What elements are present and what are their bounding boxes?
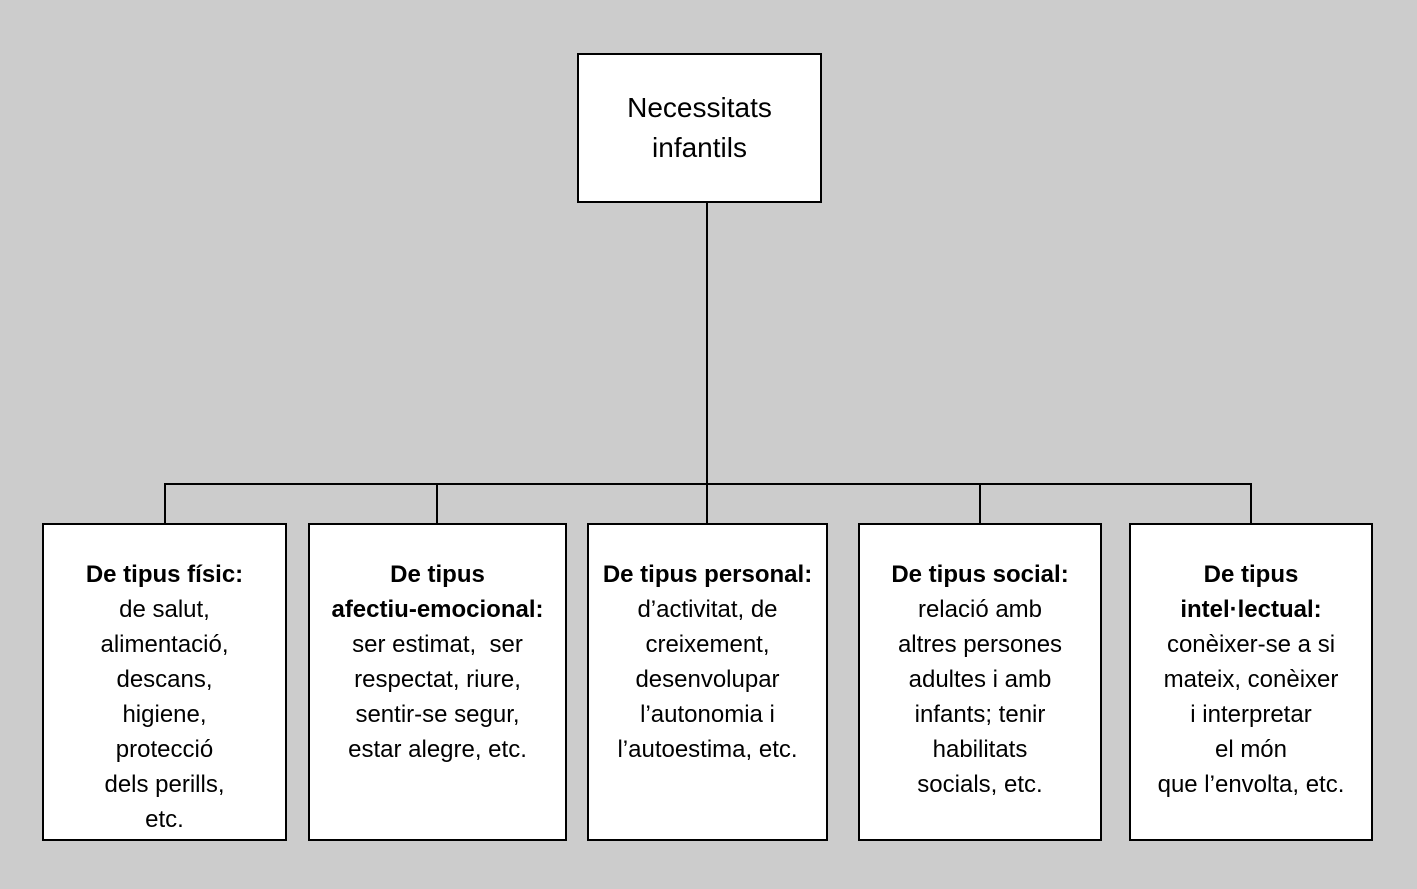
child-node-personal-body: d’activitat, de creixement, desenvolupar… (617, 596, 798, 763)
child-node-afectiu-emocional: De tipus afectiu-emocional: ser estimat,… (308, 523, 567, 841)
child-node-intellectual-title: De tipus intel·lectual: (1180, 561, 1322, 623)
child-node-afectiu-emocional-title: De tipus afectiu-emocional: (331, 561, 544, 623)
child-node-fisic-body: de salut, alimentació, descans, higiene,… (100, 596, 229, 833)
connector-root-vertical-line (706, 203, 708, 485)
root-node-necessitats-infantils: Necessitats infantils (577, 53, 822, 203)
child-node-intellectual-body: conèixer-se a si mateix, conèixer i inte… (1157, 631, 1345, 798)
child-node-afectiu-emocional-body: ser estimat, ser respectat, riure, senti… (348, 631, 527, 763)
child-node-social: De tipus social: relació amb altres pers… (858, 523, 1102, 841)
child-node-social-body: relació amb altres persones adultes i am… (897, 596, 1063, 798)
connector-stub-afectiu-emocional (436, 483, 438, 523)
child-node-personal: De tipus personal: d’activitat, de creix… (587, 523, 828, 841)
connector-stub-intellectual (1250, 483, 1252, 523)
child-node-intellectual: De tipus intel·lectual: conèixer-se a si… (1129, 523, 1373, 841)
child-node-social-title: De tipus social: (891, 561, 1069, 588)
connector-stub-personal (706, 483, 708, 523)
child-node-fisic-title: De tipus físic: (85, 561, 244, 588)
connector-horizontal-rail (164, 483, 1252, 485)
connector-stub-fisic (164, 483, 166, 523)
connector-stub-social (979, 483, 981, 523)
child-node-personal-title: De tipus personal: (602, 561, 813, 588)
child-node-fisic: De tipus físic: de salut, alimentació, d… (42, 523, 287, 841)
